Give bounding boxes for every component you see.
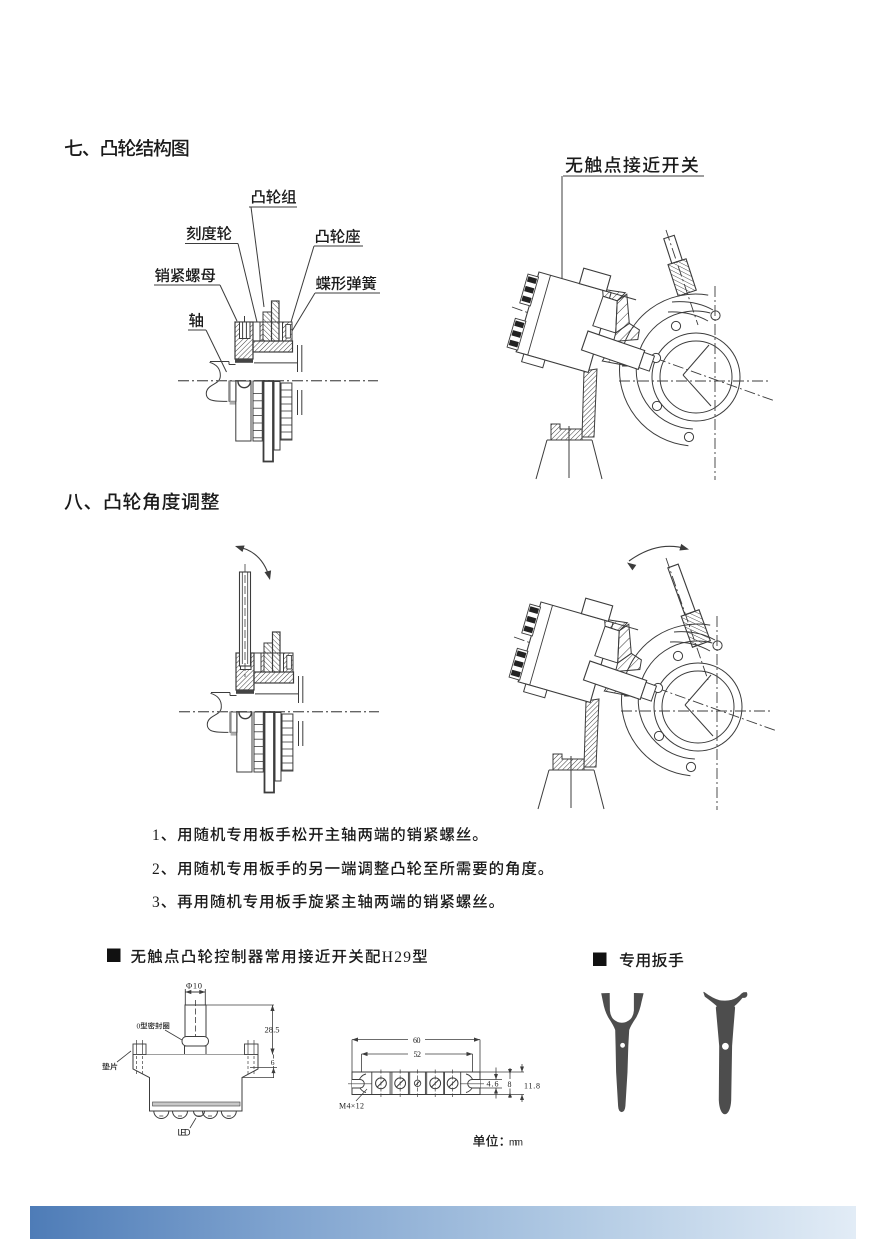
svg-text:6: 6: [271, 1058, 275, 1067]
svg-text:4.6: 4.6: [487, 1079, 499, 1088]
svg-text:3: 3: [152, 894, 161, 911]
svg-text:11.8: 11.8: [524, 1081, 540, 1090]
svg-text:Φ10: Φ10: [186, 981, 202, 991]
svg-text:1: 1: [152, 827, 161, 844]
svg-text:0: 0: [137, 1022, 141, 1031]
svg-text:60: 60: [413, 1036, 421, 1045]
svg-text:mm: mm: [509, 1137, 523, 1148]
svg-text:M4×12: M4×12: [339, 1102, 364, 1111]
svg-text:52: 52: [414, 1050, 422, 1059]
svg-text:LED: LED: [178, 1128, 192, 1138]
svg-text:8: 8: [508, 1080, 512, 1089]
svg-text:2: 2: [152, 861, 161, 878]
svg-text:H29: H29: [382, 949, 412, 966]
svg-text:28.5: 28.5: [265, 1025, 280, 1035]
